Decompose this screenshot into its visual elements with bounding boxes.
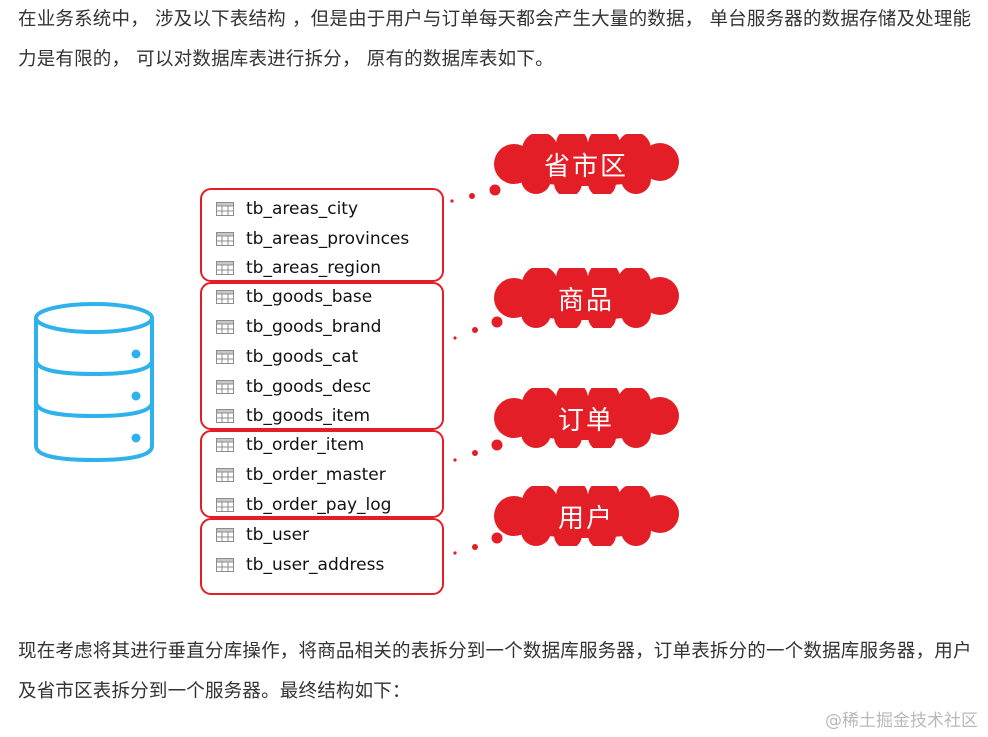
cloud-label: 订单 <box>557 405 614 436</box>
intro-paragraph: 在业务系统中， 涉及以下表结构 ，但是由于用户与订单每天都会产生大量的数据， 单… <box>18 9 972 70</box>
table-name: tb_goods_brand <box>246 317 382 337</box>
table-name: tb_areas_region <box>246 258 381 278</box>
table-item: tb_goods_item <box>216 403 370 429</box>
table-item: tb_order_item <box>216 432 364 458</box>
table-name: tb_areas_provinces <box>246 229 410 249</box>
table-icon <box>216 320 234 334</box>
table-name: tb_goods_cat <box>246 347 359 367</box>
table-name: tb_order_pay_log <box>246 495 392 515</box>
table-icon <box>216 498 234 512</box>
table-item: tb_areas_provinces <box>216 226 409 252</box>
cloud-shape <box>494 134 679 194</box>
table-icon <box>216 468 234 482</box>
cloud-shape <box>494 486 679 546</box>
table-name: tb_user <box>246 525 310 545</box>
table-name: tb_order_master <box>246 465 386 485</box>
table-item: tb_goods_cat <box>216 344 358 370</box>
cloud-callout-areas: 省市区 <box>486 134 686 194</box>
table-icon <box>216 350 234 364</box>
table-item: tb_order_pay_log <box>216 492 391 518</box>
table-icon <box>216 528 234 542</box>
table-name: tb_goods_item <box>246 406 371 426</box>
table-name: tb_areas_city <box>246 199 359 219</box>
cloud-shape <box>494 388 679 448</box>
table-name: tb_goods_base <box>246 287 373 307</box>
table-item: tb_goods_brand <box>216 314 381 340</box>
table-item: tb_goods_desc <box>216 374 371 400</box>
table-icon <box>216 232 234 246</box>
cloud-callout-user: 用户 <box>486 486 686 546</box>
cloud-shape <box>494 268 679 328</box>
table-icon <box>216 558 234 572</box>
table-item: tb_areas_region <box>216 255 381 281</box>
table-name: tb_user_address <box>246 555 385 575</box>
cloud-label: 商品 <box>557 285 614 316</box>
table-item: tb_user_address <box>216 552 384 578</box>
conclusion-paragraph: 现在考虑将其进行垂直分库操作，将商品相关的表拆分到一个数据库服务器，订单表拆分的… <box>18 641 972 702</box>
table-item: tb_order_master <box>216 462 386 488</box>
cloud-callout-goods: 商品 <box>486 268 686 328</box>
cloud-label: 省市区 <box>543 151 628 182</box>
table-icon <box>216 202 234 216</box>
table-group-user: tb_user tb_user_address <box>200 518 444 595</box>
table-icon <box>216 438 234 452</box>
table-icon <box>216 290 234 304</box>
connector-dots <box>450 184 503 555</box>
cloud-label: 用户 <box>557 503 614 534</box>
table-icon <box>216 380 234 394</box>
table-name: tb_order_item <box>246 435 365 455</box>
table-item: tb_user <box>216 522 309 548</box>
table-icon <box>216 409 234 423</box>
table-icon <box>216 261 234 275</box>
table-group-goods: tb_goods_base tb_goods_brand tb_goods_ca… <box>200 282 444 430</box>
table-item: tb_goods_base <box>216 284 372 310</box>
database-icon <box>34 302 154 463</box>
table-name: tb_goods_desc <box>246 377 372 397</box>
cloud-callout-order: 订单 <box>486 388 686 448</box>
watermark: @稀土掘金技术社区 <box>825 711 978 731</box>
table-group-areas: tb_areas_city tb_areas_provinces tb_area… <box>200 188 444 282</box>
table-group-order: tb_order_item tb_order_master tb_order_p… <box>200 430 444 518</box>
table-item: tb_areas_city <box>216 196 358 222</box>
